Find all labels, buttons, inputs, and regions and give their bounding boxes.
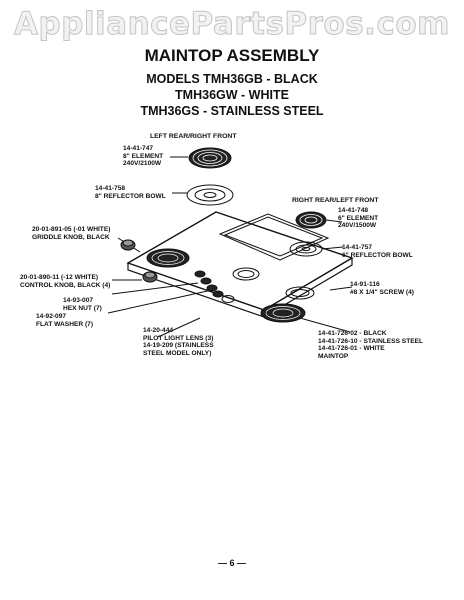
label-maintop: 14-41-726-02 - BLACK 14-41-726-10 - STAI… [318, 330, 424, 360]
reflector-bowl-6-inch [289, 241, 323, 257]
page-title: MAINTOP ASSEMBLY [144, 46, 320, 65]
label-reflector-8: 14-41-758 8" REFLECTOR BOWL [95, 185, 166, 200]
griddle-knob [120, 239, 136, 251]
label-element-8: 14-41-747 8" ELEMENT 240V/2100W [123, 145, 164, 168]
label-element-6: 14-41-748 6" ELEMENT 240V/1500W [338, 207, 379, 230]
watermark: AppliancePartsPros.com [14, 6, 450, 43]
models-line-3: TMH36GS - STAINLESS STEEL [140, 104, 324, 118]
section-left-rear-right-front: LEFT REAR/RIGHT FRONT [150, 133, 237, 140]
models-line-2: TMH36GW - WHITE [175, 88, 289, 102]
label-griddle-knob: 20-01-891-05 (-01 WHITE) GRIDDLE KNOB, B… [32, 226, 111, 241]
label-control-knob: 20-01-890-11 (-12 WHITE) CONTROL KNOB, B… [20, 274, 111, 289]
label-hex-nut: 14-93-007 HEX NUT (7) [63, 297, 102, 312]
maintop [126, 211, 354, 323]
section-right-rear-left-front: RIGHT REAR/LEFT FRONT [292, 197, 379, 204]
element-8-inch [188, 147, 232, 169]
element-6-inch [295, 211, 327, 229]
models-line-1: MODELS TMH36GB - BLACK [146, 72, 318, 86]
label-pilot-lens: 14-20-444 PILOT LIGHT LENS (3) 14-19-209… [143, 327, 214, 357]
label-screw: 14-91-116 #8 X 1/4" SCREW (4) [350, 281, 414, 296]
label-flat-washer: 14-92-097 FLAT WASHER (7) [36, 313, 94, 328]
page-number: — 6 — [217, 558, 246, 568]
control-knob [142, 271, 158, 283]
label-reflector-6: 14-41-757 6" REFLECTOR BOWL [342, 244, 413, 259]
reflector-bowl-8-inch [186, 184, 234, 206]
